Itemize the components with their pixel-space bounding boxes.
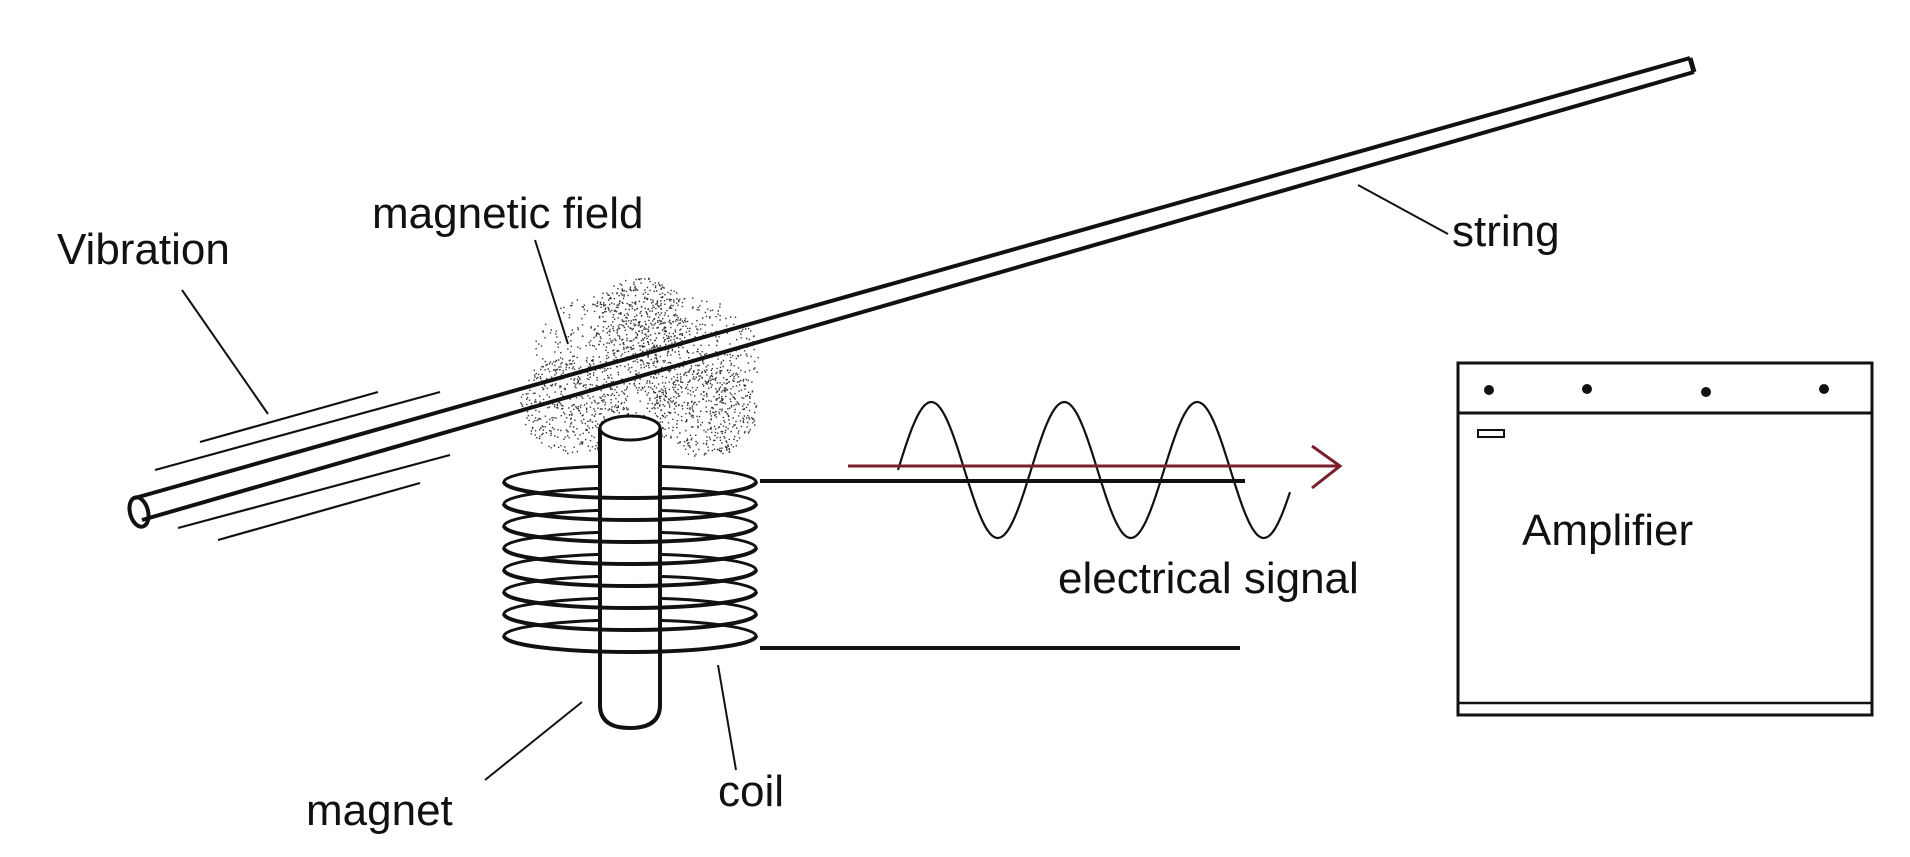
coil-turn-front xyxy=(502,613,758,632)
electrical-signal-wave xyxy=(896,400,1292,540)
label-coil: coil xyxy=(718,767,784,816)
amplifier-box xyxy=(1456,361,1874,717)
label-magnetic-field: magnetic field xyxy=(372,189,643,238)
signal-arrow xyxy=(848,444,1343,490)
coil-turn-front xyxy=(502,547,758,566)
amplifier-knobs xyxy=(1484,384,1829,397)
label-amplifier: Amplifier xyxy=(1522,506,1693,555)
label-electrical-signal: electrical signal xyxy=(1058,554,1359,603)
coil-front xyxy=(502,481,758,654)
signal-wires xyxy=(760,479,1245,650)
coil-turn-front xyxy=(502,591,758,610)
label-vibration: Vibration xyxy=(57,225,230,274)
leader-lines xyxy=(181,184,1449,781)
coil-turn-front xyxy=(502,635,758,654)
magnetic-field-cloud xyxy=(520,277,759,457)
guitar-string xyxy=(127,56,1697,529)
vibration-lines xyxy=(154,390,451,542)
coil-turn-front xyxy=(502,481,758,500)
label-magnet: magnet xyxy=(306,786,453,835)
magnet xyxy=(598,414,662,731)
coil-turn-front xyxy=(502,569,758,588)
coil-turn-front xyxy=(502,503,758,522)
coil-turn-front xyxy=(502,525,758,544)
label-string: string xyxy=(1452,207,1560,256)
field-speckles xyxy=(520,277,759,457)
